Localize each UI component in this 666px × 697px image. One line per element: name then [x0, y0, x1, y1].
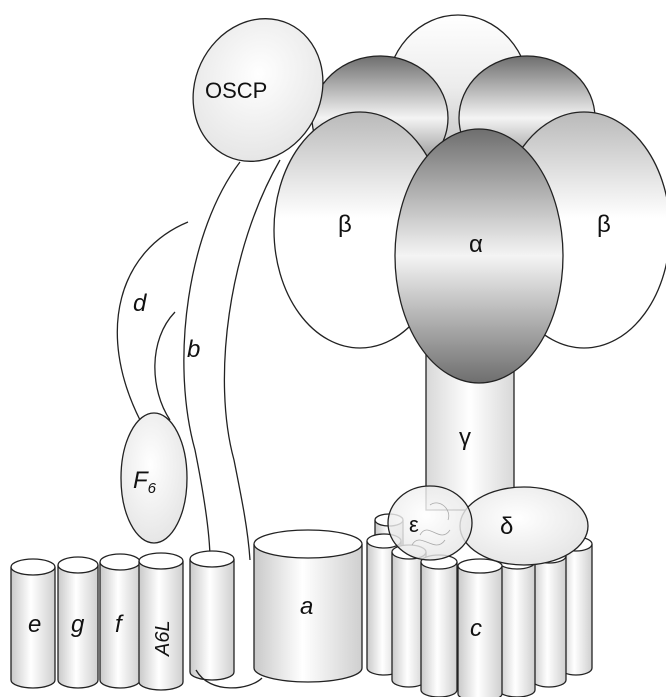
label-a: a [300, 593, 313, 620]
oscp-subunit [192, 18, 324, 162]
subunit-b-inner [223, 159, 281, 561]
label-f6-main: F [133, 467, 149, 494]
label-f6: F6 [133, 467, 157, 497]
label-c: c [470, 615, 482, 642]
delta-subunit [459, 486, 589, 566]
label-delta: δ [500, 513, 513, 540]
b-tail-cylinder [189, 559, 235, 681]
label-oscp: OSCP [205, 78, 267, 103]
label-f: f [115, 611, 124, 638]
cylinder-g [57, 556, 99, 689]
cylinder-a6l [138, 552, 184, 691]
label-a6l: A6L [152, 620, 174, 657]
cylinder-e [10, 558, 56, 689]
label-beta-left: β [338, 211, 352, 238]
subunit-d-inner [154, 311, 176, 421]
subunit-a-cylinder-top [253, 529, 363, 559]
label-epsilon: ε [409, 512, 419, 537]
b-tail-cylinder-top [189, 550, 235, 568]
label-d: d [133, 290, 147, 317]
subunit-a-cylinder [253, 544, 363, 683]
label-b: b [187, 336, 200, 363]
cylinder-f [99, 553, 141, 689]
subunit-d-outer [116, 221, 189, 421]
f6-subunit [120, 412, 188, 544]
b-tail-loop [195, 669, 263, 689]
label-f6-subscript: 6 [148, 480, 157, 497]
subunit-b-outer [183, 161, 241, 561]
epsilon-subunit [387, 485, 473, 561]
label-alpha: α [469, 231, 483, 258]
label-beta-right: β [597, 211, 611, 238]
alpha-front-subunit [394, 128, 564, 384]
epsilon-texture [411, 502, 451, 546]
label-gamma: γ [459, 424, 471, 451]
label-e: e [28, 611, 41, 638]
label-g: g [71, 611, 85, 638]
